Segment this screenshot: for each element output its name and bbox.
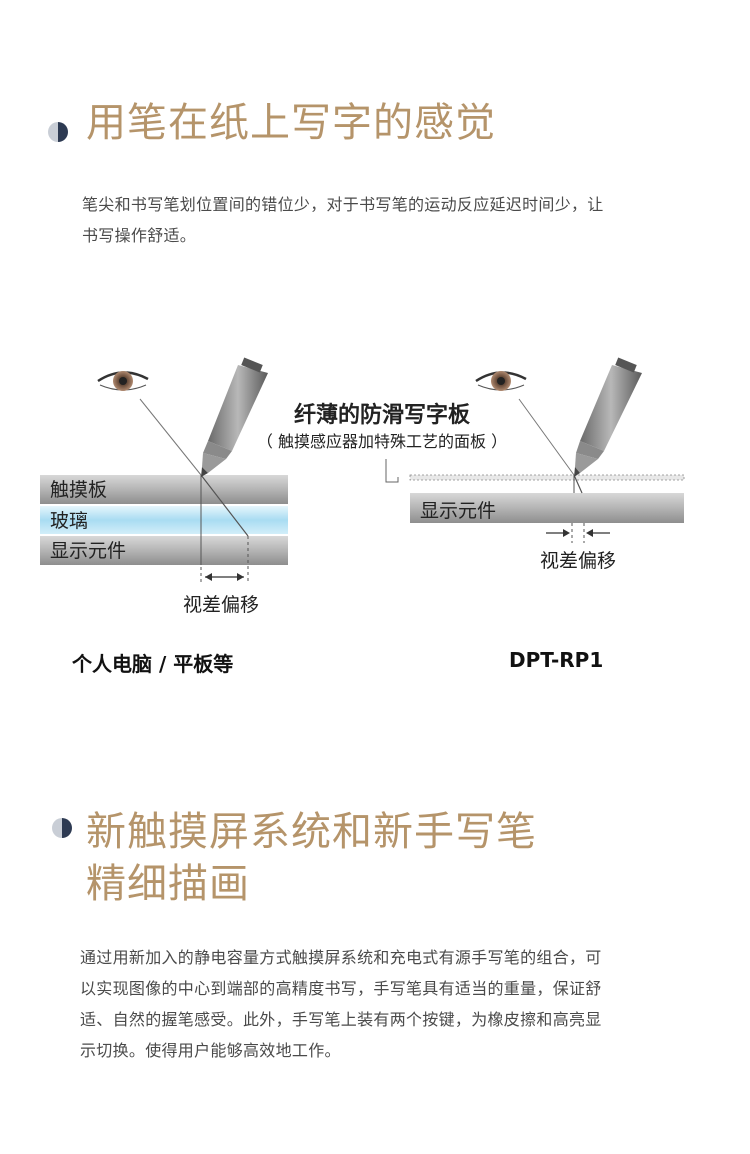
left-layer-touchpanel	[40, 475, 288, 504]
right-panel-title: 纤薄的防滑写字板	[294, 402, 471, 428]
left-offset-label: 视差偏移	[183, 594, 259, 616]
right-refraction-line	[573, 474, 583, 494]
section2-title-line: 精细描画	[86, 861, 250, 907]
section2-title: 新触摸屏系统和新手写笔 精细描画	[86, 806, 537, 910]
section2-body-line: 适、自然的握笔感受。此外，手写笔上装有两个按键，为橡皮擦和高亮显	[80, 1010, 602, 1029]
section2-body: 通过用新加入的静电容量方式触摸屏系统和充电式有源手写笔的组合，可 以实现图像的中…	[80, 942, 690, 1066]
right-offset-label: 视差偏移	[540, 550, 616, 572]
right-panel-subtitle: （ 触摸感应器加特殊工艺的面板 ）	[257, 432, 507, 451]
section2-title-line: 新触摸屏系统和新手写笔	[86, 809, 537, 855]
right-bracket	[385, 459, 399, 483]
left-layer-label: 触摸板	[50, 479, 107, 501]
right-caption: DPT-RP1	[509, 648, 604, 672]
left-layer-label: 玻璃	[50, 510, 88, 532]
right-sight-line	[518, 398, 575, 476]
left-layer-glass	[40, 506, 288, 534]
parallax-diagram-svg: 触摸板 玻璃 显示元件 视差偏移 显示元件	[40, 357, 685, 616]
parallax-diagram: 触摸板 玻璃 显示元件 视差偏移 显示元件	[0, 355, 750, 685]
section1-title: 用笔在纸上写字的感觉	[86, 100, 496, 146]
right-layer-display	[410, 493, 684, 523]
right-eye-icon	[475, 371, 527, 391]
section2-body-line: 示切换。使得用户能够高效地工作。	[80, 1041, 341, 1060]
right-pen-icon	[574, 357, 642, 477]
right-layer-panel	[409, 474, 685, 481]
left-layer-label: 显示元件	[50, 540, 126, 562]
section2-bullet-icon	[52, 818, 72, 838]
left-layer-display	[40, 536, 288, 565]
left-eye-icon	[97, 371, 149, 391]
left-refraction-line	[200, 474, 249, 537]
section2-body-line: 通过用新加入的静电容量方式触摸屏系统和充电式有源手写笔的组合，可	[80, 948, 602, 967]
left-sight-line	[139, 398, 202, 476]
section1-body: 笔尖和书写笔划位置间的错位少，对于书写笔的运动反应延迟时间少，让 书写操作舒适。	[82, 189, 682, 251]
left-caption: 个人电脑 / 平板等	[72, 652, 234, 676]
section2-body-line: 以实现图像的中心到端部的高精度书写，手写笔具有适当的重量，保证舒	[80, 979, 602, 998]
section1-bullet-icon	[48, 122, 68, 142]
section1-body-line: 笔尖和书写笔划位置间的错位少，对于书写笔的运动反应延迟时间少，让	[82, 195, 604, 214]
right-layer-label: 显示元件	[420, 500, 496, 522]
left-pen-icon	[201, 357, 268, 477]
section1-body-line: 书写操作舒适。	[82, 226, 197, 245]
